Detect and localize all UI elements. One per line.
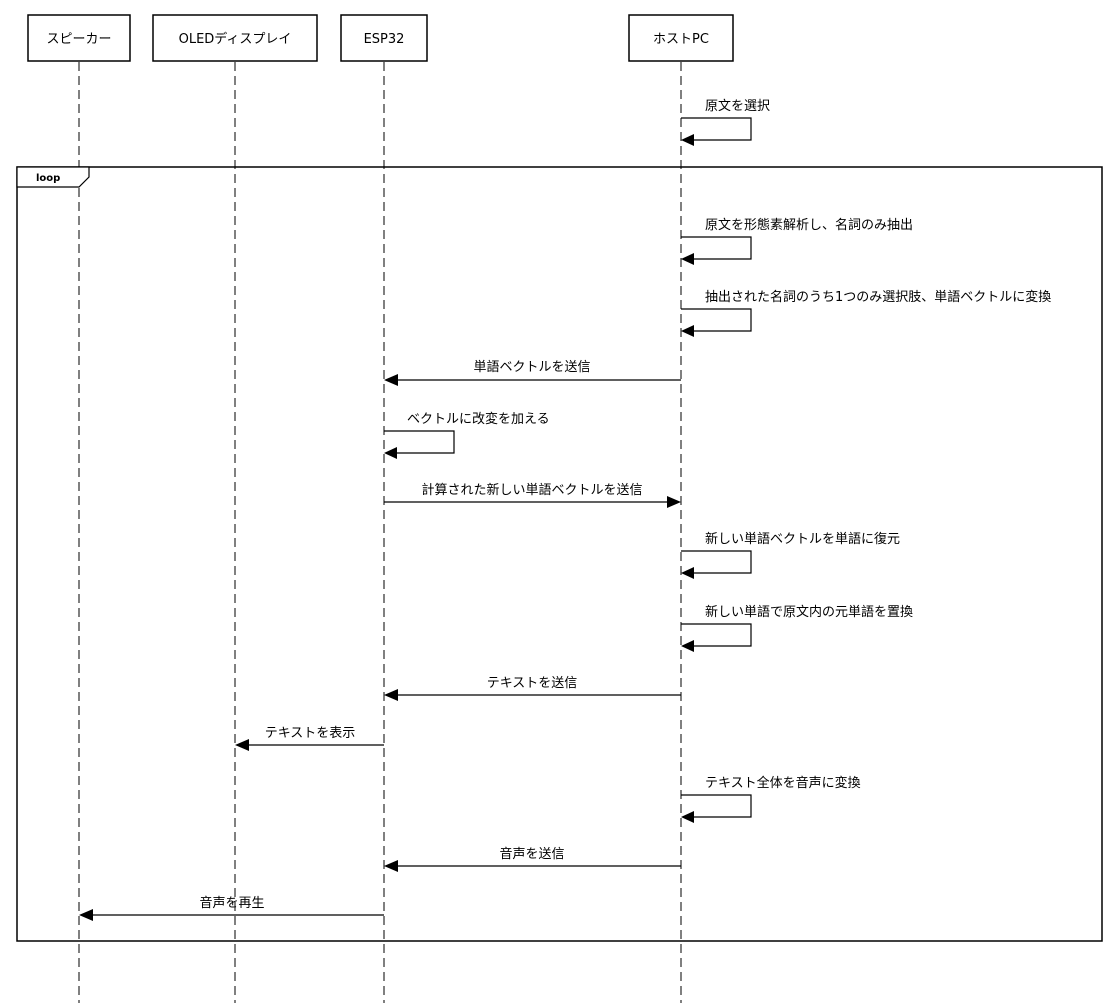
- message-label: 原文を形態素解析し、名詞のみ抽出: [705, 217, 913, 233]
- message-line: [681, 623, 752, 647]
- message-label: 原文を選択: [705, 99, 770, 114]
- message-self-host-6: テキスト全体を音声に変換: [681, 775, 861, 823]
- message-line: [681, 308, 752, 332]
- loop-frame: [16, 166, 1103, 942]
- loop-label: loop: [36, 173, 60, 184]
- message-label: 抽出された名詞のうち1つのみ選択肢、単語ベクトルに変換: [705, 289, 1051, 305]
- arrowhead: [384, 447, 397, 459]
- message-label: 新しい単語で原文内の元単語を置換: [705, 604, 913, 620]
- message-self-host-5: 新しい単語で原文内の元単語を置換: [681, 604, 913, 652]
- message-line: [681, 117, 752, 141]
- participant-oled: OLEDディスプレイ: [152, 14, 318, 62]
- participant-label: OLEDディスプレイ: [179, 31, 292, 47]
- participant-label: ホストPC: [653, 32, 709, 47]
- message-esp32-to-oled: テキストを表示: [235, 726, 384, 751]
- message-line: [681, 236, 752, 260]
- message-host-to-esp32-text: テキストを送信: [384, 676, 681, 701]
- message-label: 単語ベクトルを送信: [473, 359, 590, 375]
- participant-label: スピーカー: [46, 32, 111, 47]
- message-label: 音声を送信: [499, 846, 564, 862]
- message-host-to-esp32: 単語ベクトルを送信: [384, 359, 681, 386]
- arrowhead: [681, 567, 694, 579]
- loop-tab: [16, 166, 90, 188]
- lifelines: [78, 62, 682, 1003]
- arrowhead: [235, 739, 249, 751]
- message-self-host-1: 原文を選択: [681, 99, 770, 146]
- message-label: 計算された新しい単語ベクトルを送信: [421, 482, 642, 498]
- participant-speaker: スピーカー: [27, 14, 131, 62]
- arrowhead: [384, 689, 398, 701]
- message-line: [384, 430, 455, 454]
- message-label: ベクトルに改変を加える: [407, 411, 550, 427]
- arrowhead: [681, 811, 694, 823]
- arrowhead: [667, 496, 681, 508]
- loop-fragment: loop: [16, 166, 1103, 942]
- message-label: 音声を再生: [199, 895, 264, 911]
- message-esp32-to-host: 計算された新しい単語ベクトルを送信: [384, 482, 681, 508]
- arrowhead: [384, 860, 398, 872]
- message-host-to-esp32-audio: 音声を送信: [384, 846, 681, 872]
- participant-label: ESP32: [364, 32, 405, 47]
- arrowhead: [681, 253, 694, 265]
- arrowhead: [384, 374, 398, 386]
- arrowhead: [79, 909, 93, 921]
- participant-host: ホストPC: [628, 14, 734, 62]
- message-label: 新しい単語ベクトルを単語に復元: [705, 531, 900, 547]
- message-self-host-2: 原文を形態素解析し、名詞のみ抽出: [681, 217, 913, 265]
- participant-esp32: ESP32: [340, 14, 428, 62]
- message-line: [681, 550, 752, 574]
- message-self-host-4: 新しい単語ベクトルを単語に復元: [681, 531, 900, 579]
- arrowhead: [681, 640, 694, 652]
- arrowhead: [681, 325, 694, 337]
- message-self-esp32: ベクトルに改変を加える: [384, 411, 550, 459]
- message-esp32-to-speaker: 音声を再生: [79, 895, 384, 921]
- arrowhead: [681, 134, 694, 146]
- message-label: テキストを送信: [487, 676, 578, 691]
- message-label: テキスト全体を音声に変換: [705, 775, 861, 791]
- message-self-host-3: 抽出された名詞のうち1つのみ選択肢、単語ベクトルに変換: [681, 289, 1051, 337]
- message-line: [681, 794, 752, 818]
- message-label: テキストを表示: [265, 726, 356, 741]
